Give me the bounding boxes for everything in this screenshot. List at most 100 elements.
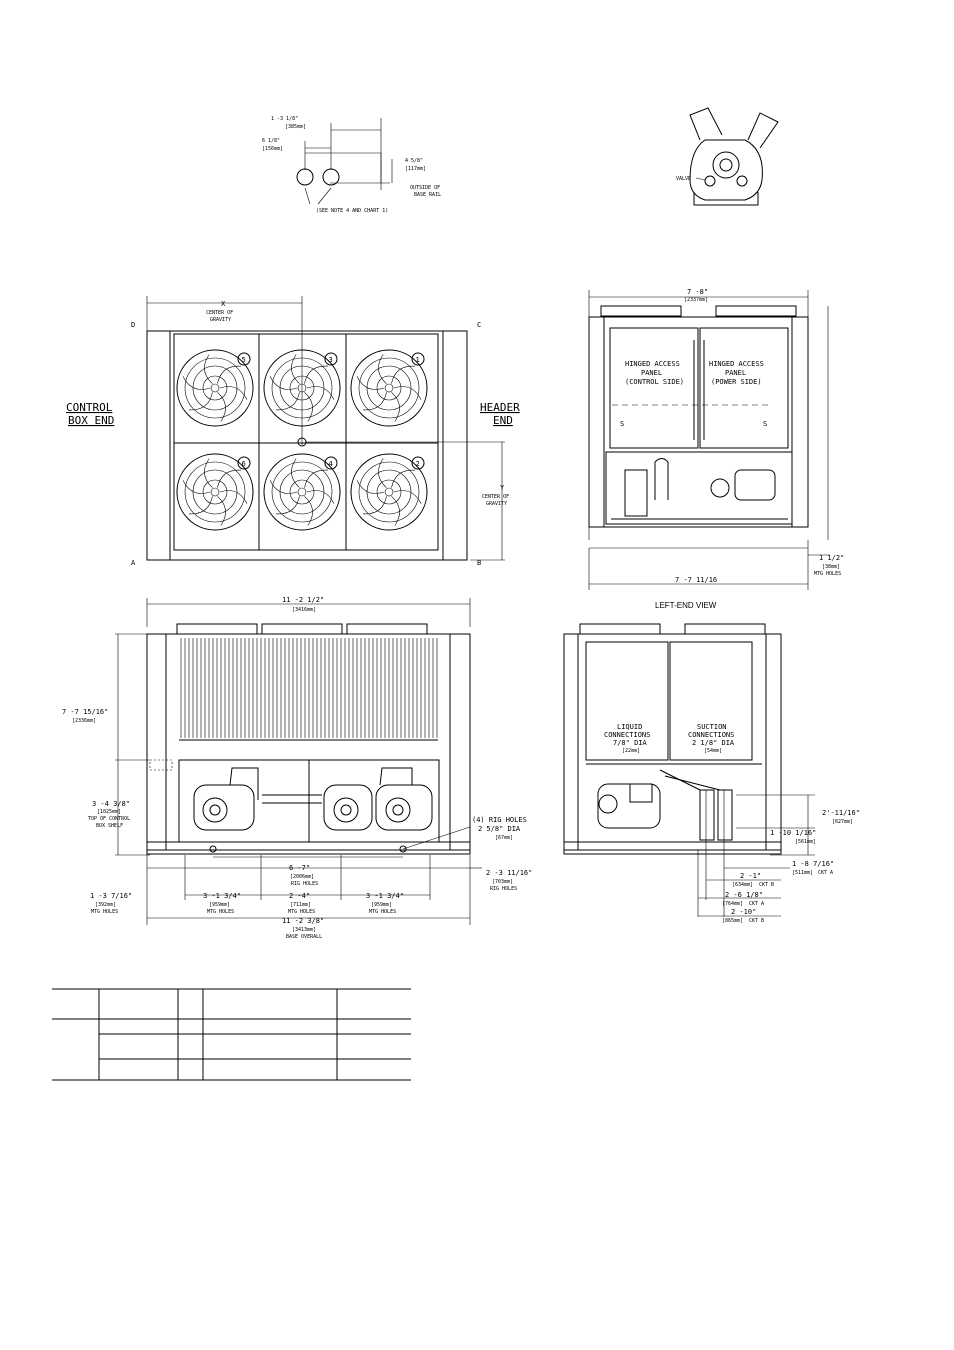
fan-number: 1 <box>416 356 420 364</box>
left-mtg-dim: 1 -3 7/16" <box>90 892 132 900</box>
rig-span-dim: 6 -7" <box>289 864 310 872</box>
outside-label-2: BASE RAIL <box>414 192 441 198</box>
compressor-2 <box>323 784 373 831</box>
base-overall-mm: [3413mm] <box>292 927 316 933</box>
fan-number: 5 <box>242 356 246 364</box>
cog-x-line1: CENTER OF <box>206 310 233 316</box>
mtg-3-dim: 3 -1 3/4" <box>366 892 404 900</box>
mtg-1-label: MTG HOLES <box>207 909 234 915</box>
le-dim-6-mm: [865mm] <box>722 918 743 924</box>
le-dim-4-label: CKT B <box>759 882 774 888</box>
front-height-mm: [2336mm] <box>72 718 96 724</box>
right-rig-dim: 2 -3 11/16" <box>486 869 532 877</box>
front-view: 11 -2 1/2" [3416mm] <box>62 596 532 940</box>
le-dim-6-label: CKT B <box>749 918 764 924</box>
fan-number: 6 <box>242 460 246 468</box>
end-width-dim: 7 -8" <box>687 288 708 296</box>
panel-right-line3: (POWER SIDE) <box>711 378 762 386</box>
le-dim-2-mm: [561mm] <box>795 839 816 845</box>
liquid-mm: [22mm] <box>622 748 640 754</box>
front-length-mm: [3416mm] <box>292 607 316 613</box>
cog-y-line2: GRAVITY <box>486 501 507 507</box>
detail-note: (SEE NOTE 4 AND CHART 1) <box>316 208 388 214</box>
mtg-3-label: MTG HOLES <box>369 909 396 915</box>
liquid-line1: LIQUID <box>617 723 642 731</box>
compressor-3 <box>375 767 433 831</box>
end-base-dim: 7 -7 11/16 <box>675 576 717 584</box>
suction-line3: 2 1/8" DIA <box>692 739 735 747</box>
corner-b: B <box>477 559 481 567</box>
shelf-mm: [1025mm] <box>97 809 121 815</box>
left-mtg-mm: [392mm] <box>95 902 116 908</box>
shelf-dim: 3 -4 3/8" <box>92 800 130 808</box>
corner-d: D <box>131 321 135 329</box>
suction-mm: [54mm] <box>704 748 722 754</box>
rig-span-label: RIG HOLES <box>291 881 318 887</box>
panel-left-line3: (CONTROL SIDE) <box>625 378 684 386</box>
dim-b: 6 1/8" <box>262 138 280 144</box>
fan-number: 3 <box>329 356 333 364</box>
le-dim-5: 2 -6 1/8" <box>725 891 763 899</box>
rig-hole-left <box>209 845 217 853</box>
liquid-line3: 7/8" DIA <box>613 739 648 747</box>
rig-holes-mm: [67mm] <box>495 835 513 841</box>
le-dim-4: 2 -1" <box>740 872 761 880</box>
mtg-2-mm: [711mm] <box>290 902 311 908</box>
rig-span-mm: [2006mm] <box>290 874 314 880</box>
rig-holes-line2: 2 5/8" DIA <box>478 825 521 833</box>
fan-number: 4 <box>329 460 333 468</box>
le-dim-1-mm: [627mm] <box>832 819 853 825</box>
rail-hole-detail: 1 -3 1/8" [385mm] 6 1/8" [156mm] 4 5/8" … <box>262 116 441 214</box>
panel-left-line2: PANEL <box>641 369 662 377</box>
mtg-3-mm: [959mm] <box>371 902 392 908</box>
le-dim-3-mm: [511mm] <box>792 870 813 876</box>
panel-right-line1: HINGED ACCESS <box>709 360 764 368</box>
corner-c: C <box>477 321 481 329</box>
le-dim-4-mm: [634mm] <box>732 882 753 888</box>
cog-y-label: Y <box>500 484 505 492</box>
valve-label: VALVE <box>676 176 691 182</box>
mtg-1-mm: [959mm] <box>209 902 230 908</box>
fan-1: 1 <box>350 349 428 427</box>
rig-hole-right <box>399 845 407 853</box>
front-height-dim: 7 -7 15/16" <box>62 708 108 716</box>
left-end-view-title: LEFT-END VIEW <box>655 601 717 610</box>
le-dim-5-mm: [764mm] <box>722 901 743 907</box>
suction-line1: SUCTION <box>697 723 727 731</box>
dim-b-mm: [156mm] <box>262 146 283 152</box>
control-box-end-line1: CONTROL <box>66 401 113 414</box>
header-end-line1: HEADER <box>480 401 520 414</box>
fan-4: 4 <box>263 453 341 531</box>
end-mtg-label: MTG HOLES <box>814 571 841 577</box>
empty-table <box>52 988 411 1081</box>
left-end-view: LEFT-END VIEW LIQUID CONNECTIONS 7/8" DI… <box>563 601 860 924</box>
header-end-line2: END <box>493 414 513 427</box>
fan-6: 6 <box>176 453 254 531</box>
le-dim-3-label: CKT A <box>818 870 833 876</box>
shelf-label-1: TOP OF CONTROL <box>88 816 130 822</box>
fan-number: 2 <box>416 460 420 468</box>
shelf-label-2: BOX SHELF <box>96 823 123 829</box>
dim-a-mm: [385mm] <box>285 124 306 130</box>
le-dim-3: 1 -8 7/16" <box>792 860 834 868</box>
base-overall-dim: 11 -2 3/8" <box>282 917 324 925</box>
dim-c: 4 5/8" <box>405 158 423 164</box>
outside-label-1: OUTSIDE OF <box>410 185 440 191</box>
liquid-line2: CONNECTIONS <box>604 731 650 739</box>
mtg-2-label: MTG HOLES <box>288 909 315 915</box>
cog-x-line2: GRAVITY <box>210 317 231 323</box>
rig-holes-line1: (4) RIG HOLES <box>472 816 527 824</box>
hole-circle-2 <box>322 168 340 186</box>
le-dim-6: 2 -10" <box>731 908 756 916</box>
end-width-mm: [2337mm] <box>684 297 708 303</box>
end-view-top: 7 -8" [2337mm] HINGED ACCESS PANEL (CONT… <box>588 288 844 590</box>
mtg-2-dim: 2 -4" <box>289 892 310 900</box>
fan-2: 2 <box>350 453 428 531</box>
le-dim-1: 2'-11/16" <box>822 809 860 817</box>
le-dim-5-label: CKT A <box>749 901 764 907</box>
section-mark-left: S <box>620 420 624 428</box>
dim-c-mm: [117mm] <box>405 166 426 172</box>
mtg-1-dim: 3 -1 3/4" <box>203 892 241 900</box>
